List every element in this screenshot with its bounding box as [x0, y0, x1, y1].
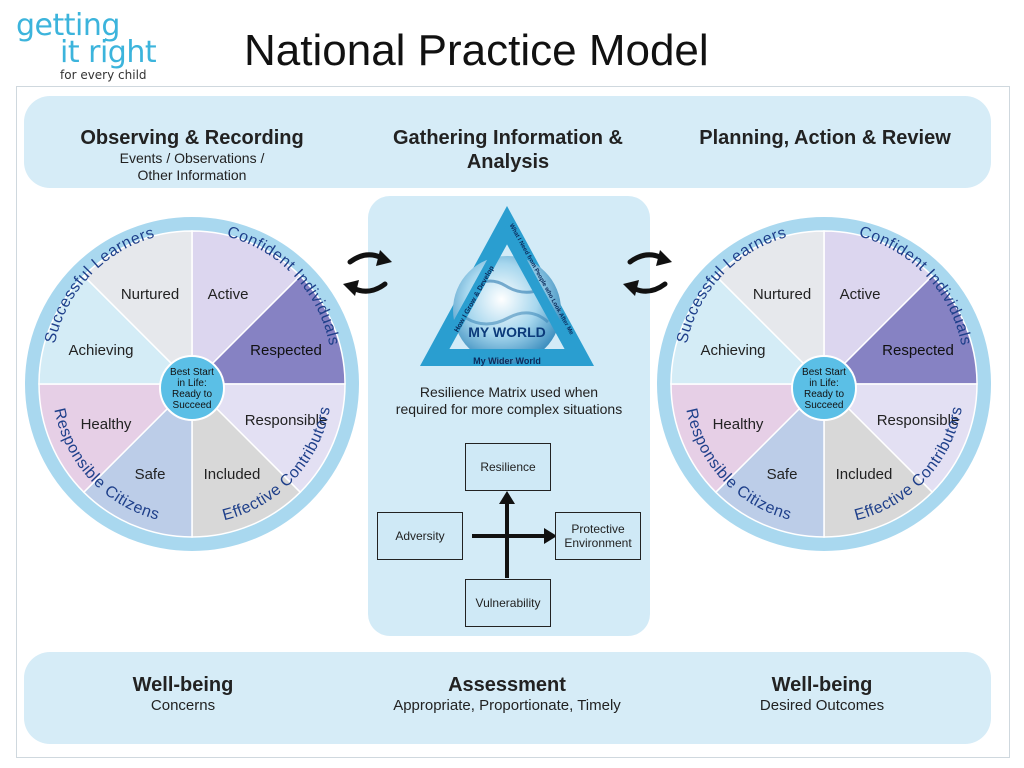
wheel-left-respected: Respected — [250, 342, 322, 359]
gathering-information-header: Gathering Information & Analysis — [370, 126, 646, 174]
logo-line-1: getting — [16, 8, 120, 43]
wheel-left-center-3: Ready to — [172, 389, 212, 400]
gathering-heading-2: Analysis — [466, 151, 550, 173]
getting-it-right-logo: getting it right for every child — [16, 8, 166, 84]
wheel-right-included: Included — [836, 466, 893, 483]
wheel-right-center-2: in Life: — [809, 378, 838, 389]
wellbeing-outcomes-heading: Well-being — [771, 674, 873, 696]
gathering-heading-1: Gathering Information & — [393, 127, 623, 149]
planning-action-review-header: Planning, Action & Review — [680, 126, 970, 150]
wheel-right-healthy: Healthy — [713, 416, 764, 433]
wheel-right-center-4: Succeed — [805, 400, 844, 411]
top-band — [24, 96, 991, 188]
observing-sub-1: Events / Observations / — [119, 150, 265, 166]
wheel-right: Active Respected Responsible Included Sa… — [655, 215, 993, 553]
planning-heading: Planning, Action & Review — [699, 127, 951, 149]
wellbeing-outcomes: Well-being Desired Outcomes — [722, 673, 922, 714]
matrix-caption-line-1: Resilience Matrix used when — [419, 384, 599, 400]
wheel-left-active: Active — [208, 286, 249, 303]
logo-line-2: it right — [60, 35, 157, 70]
resilience-matrix-caption: Resilience Matrix used when required for… — [370, 384, 648, 418]
resilience-matrix-axes — [472, 491, 557, 578]
observing-recording-header: Observing & Recording Events / Observati… — [60, 126, 324, 184]
wheel-left-included: Included — [204, 466, 261, 483]
wheel-left: Active Respected Responsible Included Sa… — [23, 215, 361, 553]
my-world-label: MY WORLD — [468, 324, 546, 340]
wheel-right-center-3: Ready to — [804, 389, 844, 400]
vulnerability-box: Vulnerability — [465, 579, 551, 627]
assessment: Assessment Appropriate, Proportionate, T… — [360, 673, 654, 714]
wheel-left-center-4: Succeed — [173, 400, 212, 411]
page-title: National Practice Model — [244, 26, 709, 75]
wheel-left-nurtured: Nurtured — [121, 286, 179, 303]
cycle-arrows-icon-left — [343, 250, 392, 296]
wellbeing-concerns-sub: Concerns — [150, 697, 216, 714]
observing-sub-2: Other Information — [137, 167, 247, 183]
my-world-triangle: MY WORLD My Wider World How I Grow & Dev… — [420, 206, 594, 366]
observing-recording-heading: Observing & Recording — [80, 127, 304, 149]
wheel-left-healthy: Healthy — [81, 416, 132, 433]
cycle-arrows-icon-right — [623, 250, 672, 296]
protective-label: Protective — [571, 522, 625, 536]
wheel-left-center-2: in Life: — [177, 378, 206, 389]
protective-environment-box: Protective Environment — [555, 512, 641, 560]
wellbeing-concerns: Well-being Concerns — [80, 673, 286, 714]
environment-label: Environment — [564, 536, 632, 550]
wheel-left-center — [159, 355, 225, 421]
matrix-caption-line-2: required for more complex situations — [395, 401, 623, 417]
wheel-right-respected: Respected — [882, 342, 954, 359]
wheel-left-center-1: Best Start — [170, 367, 214, 378]
wheel-right-center-1: Best Start — [802, 367, 846, 378]
wellbeing-outcomes-sub: Desired Outcomes — [759, 697, 885, 714]
resilience-box: Resilience — [465, 443, 551, 491]
wheel-right-center — [791, 355, 857, 421]
assessment-heading: Assessment — [448, 674, 566, 696]
wheel-right-safe: Safe — [767, 466, 798, 483]
wellbeing-concerns-heading: Well-being — [132, 674, 234, 696]
wheel-left-achieving: Achieving — [68, 342, 133, 359]
adversity-box: Adversity — [377, 512, 463, 560]
wheel-right-responsible: Responsible — [877, 412, 960, 429]
wheel-right-active: Active — [840, 286, 881, 303]
logo-tagline: for every child — [60, 68, 147, 82]
wheel-left-responsible: Responsible — [245, 412, 328, 429]
bottom-band — [24, 652, 991, 744]
wheel-right-nurtured: Nurtured — [753, 286, 811, 303]
wheel-right-segments — [670, 230, 978, 538]
my-wider-world-label: My Wider World — [473, 356, 541, 366]
assessment-sub: Appropriate, Proportionate, Timely — [393, 697, 621, 714]
wheel-right-achieving: Achieving — [700, 342, 765, 359]
wheel-left-safe: Safe — [135, 466, 166, 483]
wheel-left-segments — [38, 230, 346, 538]
